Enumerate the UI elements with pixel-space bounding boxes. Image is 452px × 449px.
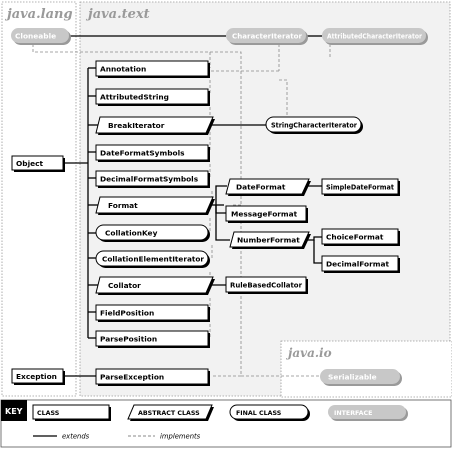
legend-final-class-label: FINAL CLASS [236, 410, 282, 417]
legend-abstract-class: ABSTRACT CLASS [127, 404, 213, 420]
legend-final-class: FINAL CLASS [229, 404, 309, 420]
node-label: AttributedCharacterIterator [327, 32, 422, 41]
node-label: FieldPosition [100, 309, 154, 318]
node-message-format: MessageFormat [225, 205, 307, 222]
node-label: DateFormat [236, 183, 286, 192]
node-label: ChoiceFormat [326, 233, 384, 242]
legend-extends-label: extends [62, 433, 90, 441]
package-label-java-text: java.text [85, 7, 150, 22]
node-label: NumberFormat [237, 236, 300, 245]
node-label: Format [108, 201, 138, 210]
node-label: Serializable [328, 373, 377, 382]
node-number-format: NumberFormat [229, 231, 310, 248]
node-label: Exception [16, 372, 57, 381]
legend-title-box [1, 400, 27, 421]
node-collator: Collator [95, 276, 214, 294]
legend-interface-label: INTERFACE [334, 410, 372, 417]
node-attributed-string: AttributedString [95, 88, 209, 105]
node-label: CharacterIterator [232, 32, 302, 41]
node-label: RuleBasedCollator [230, 281, 302, 290]
node-label: DateFormatSymbols [100, 149, 185, 158]
legend-title: KEY [5, 407, 23, 416]
node-label: StringCharacterIterator [271, 121, 357, 130]
node-collation-key: CollationKey [95, 224, 209, 241]
node-serializable: Serializable [320, 369, 400, 384]
node-cloneable: Cloneable [11, 28, 69, 43]
node-choice-format: ChoiceFormat [321, 228, 399, 245]
node-label: MessageFormat [231, 210, 298, 219]
node-label: Object [16, 159, 43, 168]
node-date-format-symbols: DateFormatSymbols [95, 144, 209, 161]
package-label-java-io: java.io [286, 346, 332, 360]
node-label: ParsePosition [100, 335, 157, 344]
node-object: Object [11, 155, 64, 171]
node-field-position: FieldPosition [95, 304, 209, 321]
legend-implements-label: implements [160, 433, 201, 441]
extends-lines [63, 35, 322, 377]
legend-interface: INTERFACE [328, 405, 406, 419]
node-break-iterator: BreakIterator [95, 116, 214, 134]
node-format: Format [95, 196, 214, 214]
node-parse-position: ParsePosition [95, 330, 209, 347]
node-exception: Exception [11, 368, 64, 384]
legend-class-label: CLASS [37, 410, 60, 417]
node-label: Annotation [100, 65, 146, 74]
node-decimal-format: DecimalFormat [321, 255, 399, 272]
node-label: AttributedString [100, 93, 169, 102]
node-rule-based-collator: RuleBasedCollator [225, 276, 307, 293]
legend: KEY CLASS ABSTRACT CLASS FINAL CLASS INT… [0, 399, 452, 448]
package-label-java-lang: java.lang [4, 7, 73, 22]
node-character-iterator: CharacterIterator [226, 28, 306, 43]
node-label: ParseException [100, 373, 164, 382]
package-java-lang [1, 1, 77, 397]
node-date-format: DateFormat [225, 178, 310, 195]
node-parse-exception: ParseException [95, 368, 209, 385]
legend-class: CLASS [32, 404, 110, 420]
node-collation-element-iterator: CollationElementIterator [95, 250, 209, 267]
node-label: DecimalFormat [326, 260, 389, 269]
node-string-character-iterator: StringCharacterIterator [265, 116, 362, 133]
node-label: DecimalFormatSymbols [100, 175, 199, 184]
node-annotation: Annotation [95, 60, 209, 77]
node-label: Collator [108, 281, 141, 290]
node-decimal-format-symbols: DecimalFormatSymbols [95, 170, 209, 187]
node-attributed-character-iterator: AttributedCharacterIterator [322, 28, 426, 43]
node-label: BreakIterator [108, 121, 165, 130]
node-simple-date-format: SimpleDateFormat [321, 178, 399, 195]
node-label: CollationKey [105, 229, 158, 238]
node-label: CollationElementIterator [102, 255, 204, 264]
node-label: SimpleDateFormat [326, 183, 394, 192]
node-label: Cloneable [15, 32, 56, 41]
legend-abstract-class-label: ABSTRACT CLASS [138, 410, 200, 417]
